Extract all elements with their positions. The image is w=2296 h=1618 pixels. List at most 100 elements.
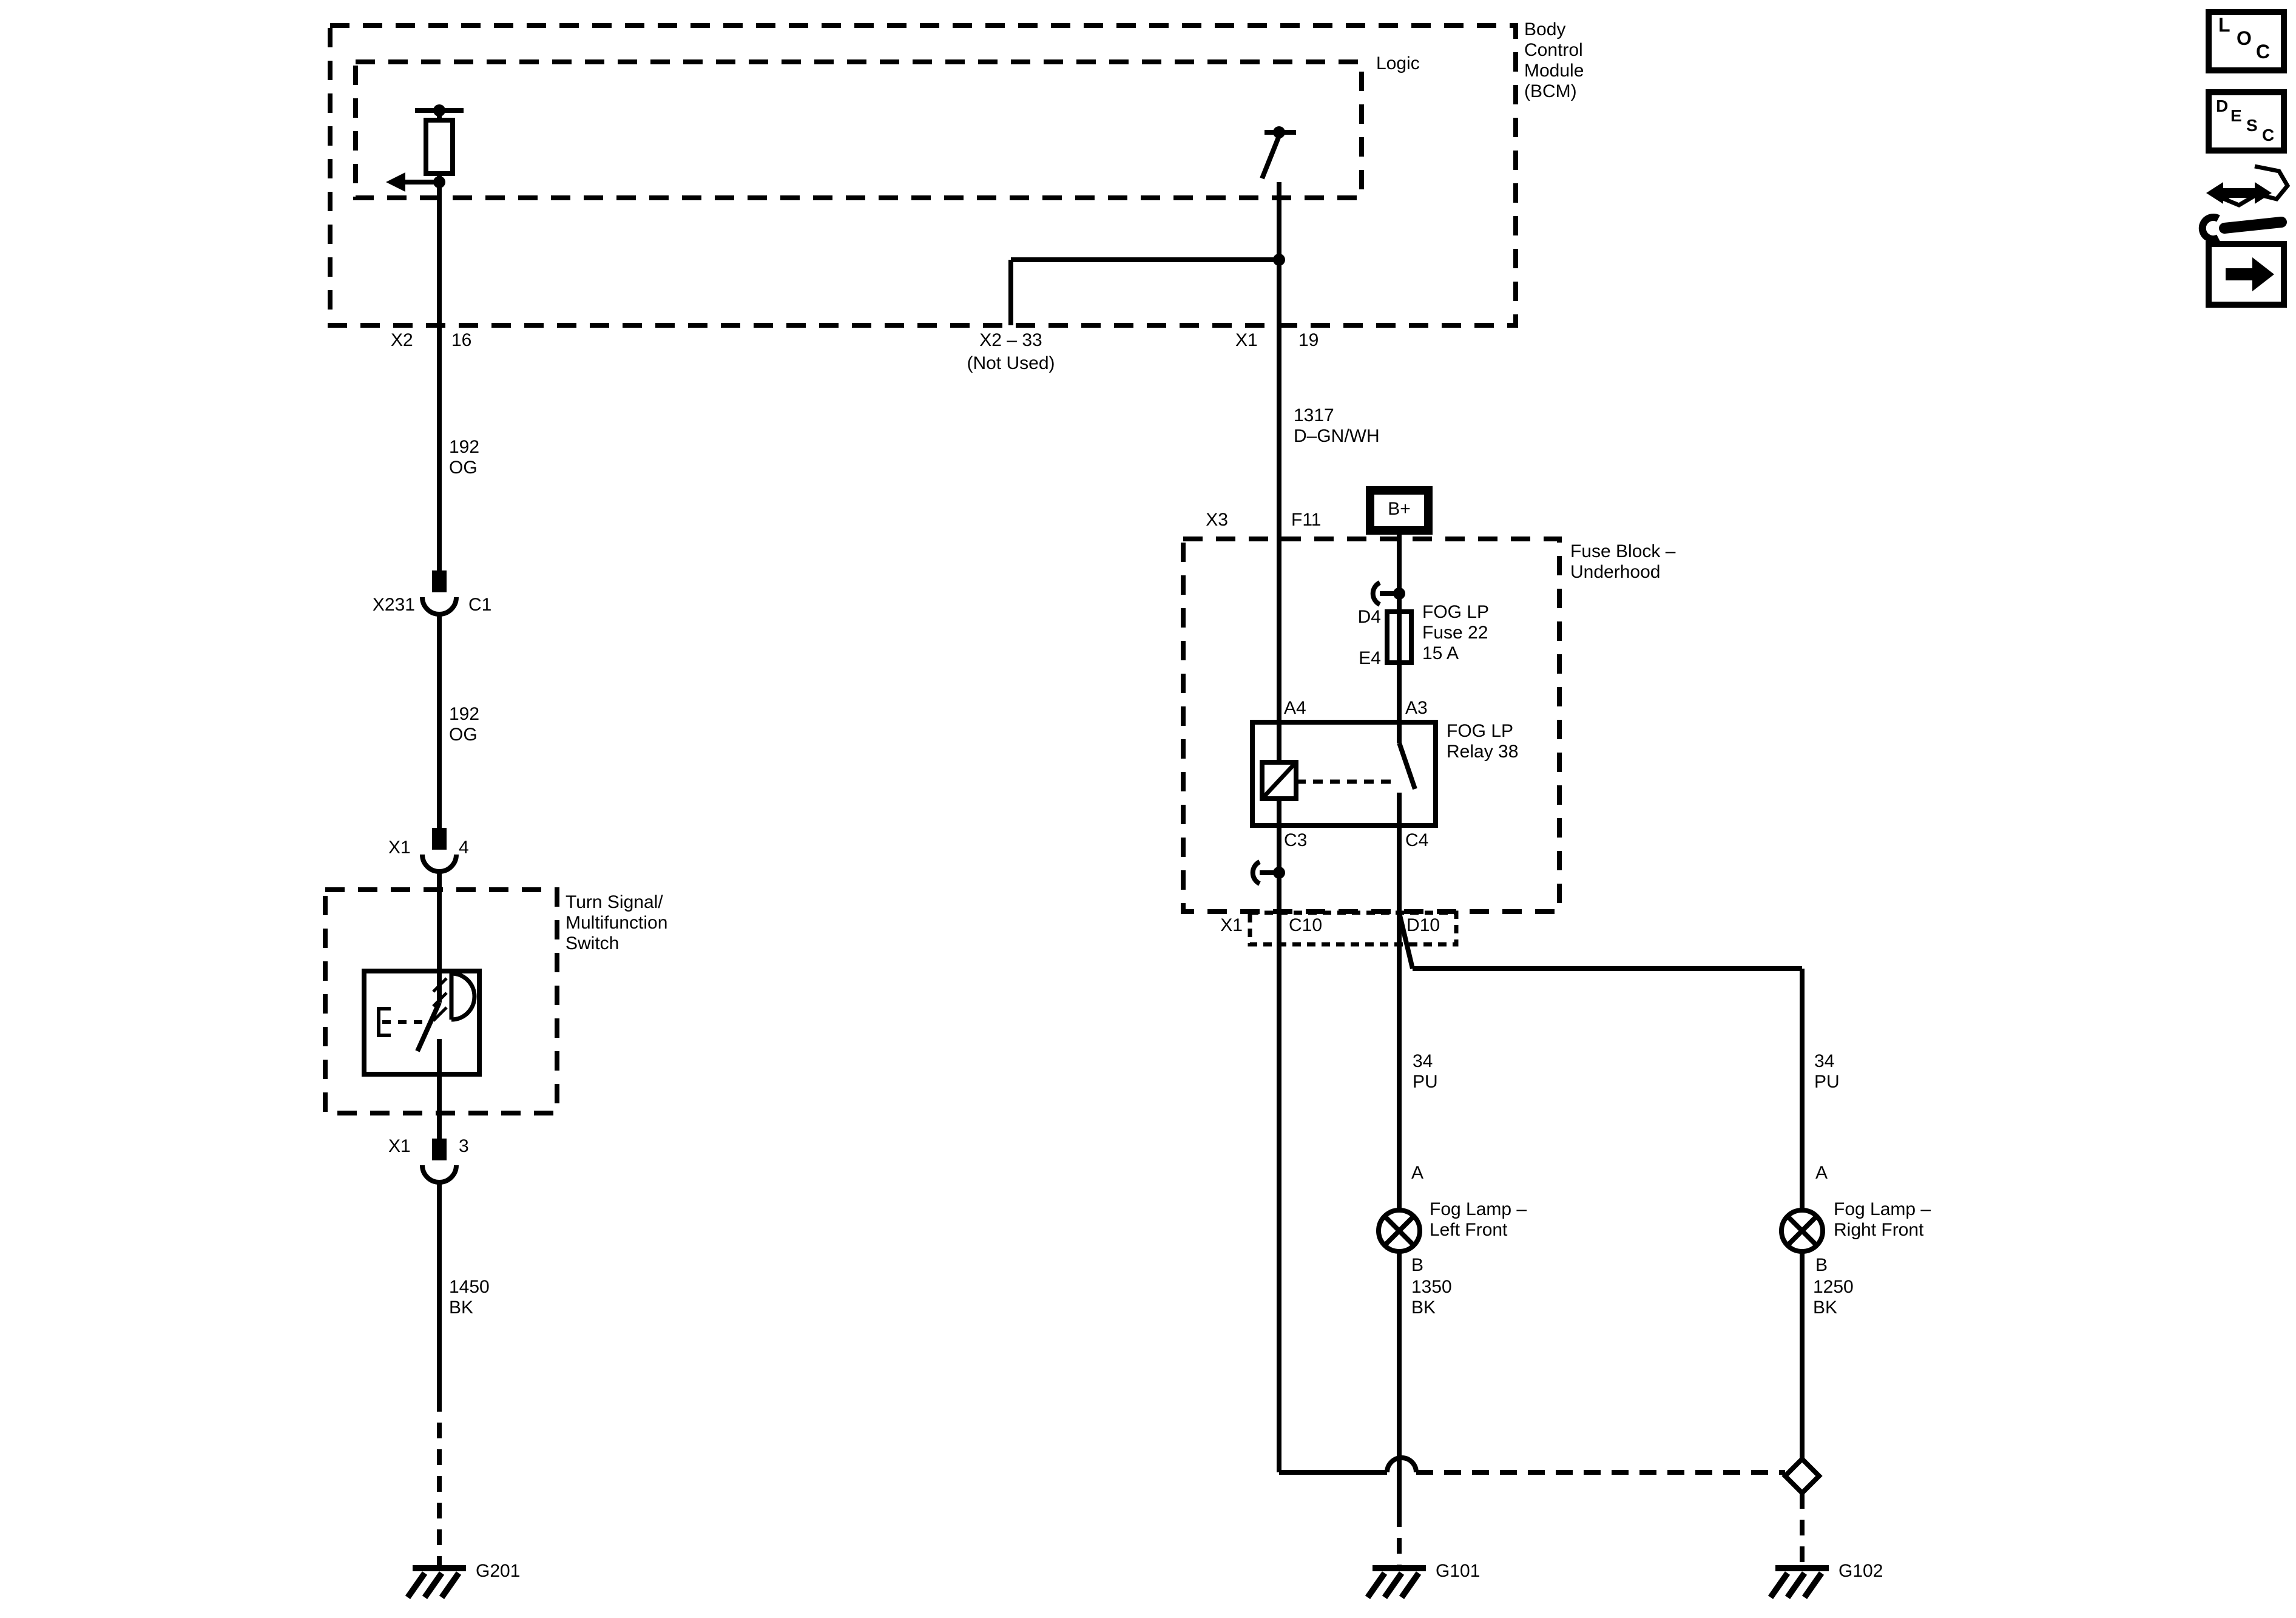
wire-label-1450-bk: 1450 BK bbox=[449, 1277, 490, 1318]
wire-label-1317: 1317 D–GN/WH bbox=[1294, 405, 1380, 447]
turn-signal-switch-title: Turn Signal/ Multifunction Switch bbox=[566, 892, 668, 954]
fog-lamp-right-label: Fog Lamp – Right Front bbox=[1834, 1199, 1931, 1241]
lamp-icon bbox=[1383, 1214, 1416, 1247]
connector-label-x1: X1 bbox=[1220, 915, 1243, 936]
relay-coil-icon bbox=[1260, 760, 1298, 801]
connector-pin-icon bbox=[432, 570, 447, 592]
terminal-label-c10: C10 bbox=[1289, 915, 1323, 936]
fog-lamp-left-circuit bbox=[1365, 1208, 1426, 1599]
terminal-label-b: B bbox=[1411, 1255, 1424, 1276]
terminal-label-d4: D4 bbox=[1357, 607, 1381, 628]
pin-label-19: 19 bbox=[1298, 330, 1319, 351]
lamp-icon bbox=[1786, 1214, 1818, 1247]
loc-button[interactable] bbox=[2206, 9, 2287, 73]
wire-label-34-pu: 34 PU bbox=[1814, 1051, 1840, 1092]
relay-label: FOG LP Relay 38 bbox=[1447, 721, 1519, 762]
connector-label-x2: X2 bbox=[391, 330, 413, 351]
connector-label-x1: X1 bbox=[1235, 330, 1258, 351]
desc-letter: D bbox=[2216, 96, 2229, 115]
relay-box bbox=[1250, 720, 1438, 828]
pin-label-3: 3 bbox=[459, 1136, 469, 1157]
pin-label-16: 16 bbox=[451, 330, 472, 351]
connector-pin-icon bbox=[432, 828, 447, 850]
pin-label-4: 4 bbox=[459, 838, 469, 858]
connector-label-x2-33: X2 – 33 bbox=[979, 330, 1042, 351]
connector-label-x1: X1 bbox=[388, 1136, 411, 1157]
connector-socket-icon bbox=[420, 854, 459, 874]
terminal-clip-icon bbox=[1370, 580, 1382, 607]
terminal-label-c4: C4 bbox=[1405, 830, 1429, 851]
desc-letter: E bbox=[2230, 106, 2242, 125]
logic-label: Logic bbox=[1376, 53, 1420, 74]
relay-switch-blade bbox=[1397, 742, 1417, 790]
connector-label-c1: C1 bbox=[468, 595, 492, 615]
fuse-label: FOG LP Fuse 22 15 A bbox=[1422, 602, 1490, 664]
ground-symbol-g201 bbox=[405, 1571, 462, 1599]
wire-split-diagonal bbox=[1397, 912, 1415, 969]
signal-arrow-icon bbox=[386, 172, 405, 192]
wire-label-1250-bk: 1250 BK bbox=[1813, 1277, 1854, 1318]
ground-label-g201: G201 bbox=[476, 1561, 521, 1582]
junction-dot bbox=[1273, 126, 1285, 138]
fog-lamp-left-label: Fog Lamp – Left Front bbox=[1430, 1199, 1527, 1241]
forward-arrow-icon[interactable] bbox=[2226, 257, 2274, 291]
loc-letter: C bbox=[2256, 42, 2271, 63]
fog-lamp-right-circuit bbox=[1768, 969, 1829, 1599]
terminal-label-a3: A3 bbox=[1405, 698, 1428, 719]
connector-outline-icon bbox=[2220, 164, 2291, 208]
driver-switch-blade bbox=[1260, 135, 1281, 180]
terminal-label-a: A bbox=[1815, 1163, 1828, 1183]
terminal-label-e4: E4 bbox=[1359, 648, 1381, 669]
terminal-label-b: B bbox=[1815, 1255, 1828, 1276]
fuse-icon bbox=[1385, 609, 1414, 665]
connector-label-x231: X231 bbox=[372, 595, 415, 615]
terminal-label-f11: F11 bbox=[1291, 510, 1322, 530]
desc-letter: C bbox=[2262, 125, 2275, 144]
fog-lamp-glyph-beams bbox=[432, 977, 448, 1022]
terminal-label-a4: A4 bbox=[1284, 698, 1306, 719]
ground-symbol-g102 bbox=[1768, 1571, 1825, 1599]
bcm-driver-circuit bbox=[1008, 126, 1296, 722]
desc-button[interactable] bbox=[2206, 89, 2287, 154]
wire-label-192-og: 192 OG bbox=[449, 704, 480, 745]
not-used-note: (Not Used) bbox=[967, 353, 1055, 374]
fog-lamp-glyph-icon bbox=[451, 971, 477, 1022]
fuse-block-title: Fuse Block – Underhood bbox=[1570, 541, 1676, 583]
desc-letter: S bbox=[2246, 115, 2258, 135]
double-arrow-icon bbox=[2206, 182, 2272, 204]
fog-switch-detail-box bbox=[362, 969, 482, 1077]
terminal-label-a: A bbox=[1411, 1163, 1424, 1183]
terminal-clip-icon bbox=[1250, 859, 1261, 886]
fuse-block-x1-connector-box bbox=[1248, 910, 1459, 947]
schematic-tools-button[interactable] bbox=[2198, 164, 2291, 243]
ground-label-g101: G101 bbox=[1436, 1561, 1481, 1582]
resistor-icon bbox=[424, 118, 455, 176]
wrench-icon bbox=[2198, 214, 2220, 243]
forward-button[interactable] bbox=[2206, 241, 2287, 308]
connector-label-x3: X3 bbox=[1206, 510, 1228, 530]
connector-socket-icon bbox=[420, 1165, 459, 1185]
wire-label-192-og: 192 OG bbox=[449, 437, 480, 478]
left-circuit bbox=[362, 104, 482, 1599]
bcm-logic-box bbox=[353, 59, 1364, 200]
loc-letter: O bbox=[2237, 29, 2252, 50]
loc-letter: L bbox=[2218, 16, 2230, 36]
switch-actuator-bracket bbox=[377, 1007, 391, 1037]
bcm-title: Body Control Module (BCM) bbox=[1524, 19, 1584, 102]
fuse-block-circuit bbox=[1250, 486, 1802, 1475]
b-plus-label: B+ bbox=[1388, 499, 1411, 520]
bcm-box bbox=[328, 23, 1518, 328]
wire-label-34-pu: 34 PU bbox=[1413, 1051, 1438, 1092]
wire-label-1350-bk: 1350 BK bbox=[1411, 1277, 1452, 1318]
connector-socket-icon bbox=[420, 597, 459, 617]
terminal-label-d10: D10 bbox=[1406, 915, 1440, 936]
switch-blade bbox=[415, 1001, 442, 1052]
ground-symbol-g101 bbox=[1365, 1571, 1422, 1599]
connector-pin-icon bbox=[432, 1139, 447, 1160]
ground-label-g102: G102 bbox=[1838, 1561, 1883, 1582]
terminal-label-c3: C3 bbox=[1284, 830, 1308, 851]
connector-label-x1: X1 bbox=[388, 838, 411, 858]
wrench-icon bbox=[2219, 217, 2287, 234]
